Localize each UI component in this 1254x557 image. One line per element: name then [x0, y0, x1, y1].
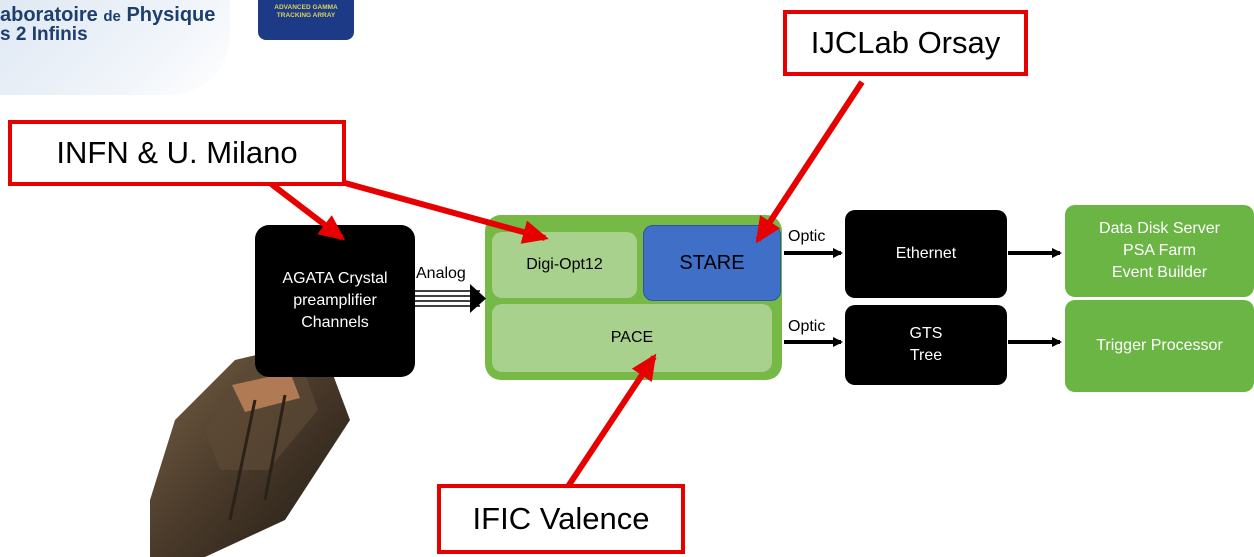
- analog-label: Analog: [416, 265, 466, 282]
- lab-logo-line2: s 2 Infinis: [0, 24, 88, 45]
- data-disk-server-block: Data Disk Server PSA Farm Event Builder: [1065, 205, 1254, 297]
- infn-callout: INFN & U. Milano: [8, 120, 346, 186]
- lab-logo-line1: aboratoire de Physique: [0, 4, 216, 26]
- ific-to-pace-arrow: [564, 353, 657, 490]
- analog-arrowhead: [470, 284, 486, 313]
- agata-crystal-block: AGATA Crystal preamplifier Channels: [255, 225, 415, 377]
- laboratory-logo: aboratoire de Physique s 2 Infinis: [0, 0, 230, 95]
- ijclab-to-stare-arrow: [755, 80, 865, 244]
- ijclab-callout: IJCLab Orsay: [783, 10, 1028, 76]
- optic-top-label: Optic: [788, 228, 826, 245]
- ethernet-block: Ethernet: [845, 210, 1007, 298]
- ific-callout: IFIC Valence: [437, 484, 685, 554]
- trigger-processor-block: Trigger Processor: [1065, 300, 1254, 392]
- infn-to-agata-arrow: [268, 180, 346, 241]
- infn-to-digi-arrow: [344, 180, 549, 244]
- agata-logo: ADVANCED GAMMA TRACKING ARRAY: [258, 0, 354, 40]
- gts-tree-block: GTS Tree: [845, 305, 1007, 385]
- optic-bottom-label: Optic: [788, 318, 826, 335]
- digi-opt12-module: Digi-Opt12: [492, 232, 637, 298]
